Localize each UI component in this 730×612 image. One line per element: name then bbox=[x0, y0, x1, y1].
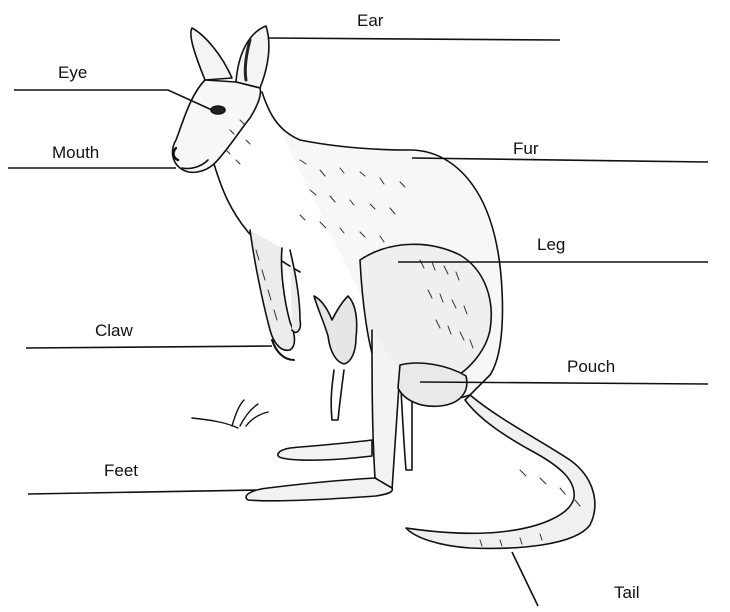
head bbox=[173, 80, 261, 172]
label-feet: Feet bbox=[104, 462, 138, 479]
tail-shape bbox=[406, 395, 595, 548]
label-pouch: Pouch bbox=[567, 358, 615, 375]
claw-line bbox=[26, 346, 272, 348]
tail-line bbox=[512, 552, 538, 606]
label-leg: Leg bbox=[537, 236, 565, 253]
left-ear bbox=[191, 28, 232, 80]
feet-line bbox=[28, 490, 256, 494]
ear-line bbox=[268, 38, 560, 40]
back-foot bbox=[278, 440, 372, 460]
label-claw: Claw bbox=[95, 322, 133, 339]
hind-foot bbox=[246, 478, 392, 501]
label-ear: Ear bbox=[357, 12, 383, 29]
grass-tuft bbox=[192, 400, 268, 428]
label-mouth: Mouth bbox=[52, 144, 99, 161]
label-fur: Fur bbox=[513, 140, 539, 157]
eye-line bbox=[14, 90, 212, 110]
joey bbox=[314, 296, 357, 364]
fur-line bbox=[412, 158, 708, 162]
right-ear bbox=[236, 26, 269, 88]
eye-mark bbox=[211, 106, 225, 114]
front-arm bbox=[250, 230, 295, 350]
label-eye: Eye bbox=[58, 64, 87, 81]
kangaroo-illustration bbox=[173, 26, 595, 548]
label-tail: Tail bbox=[614, 584, 640, 601]
